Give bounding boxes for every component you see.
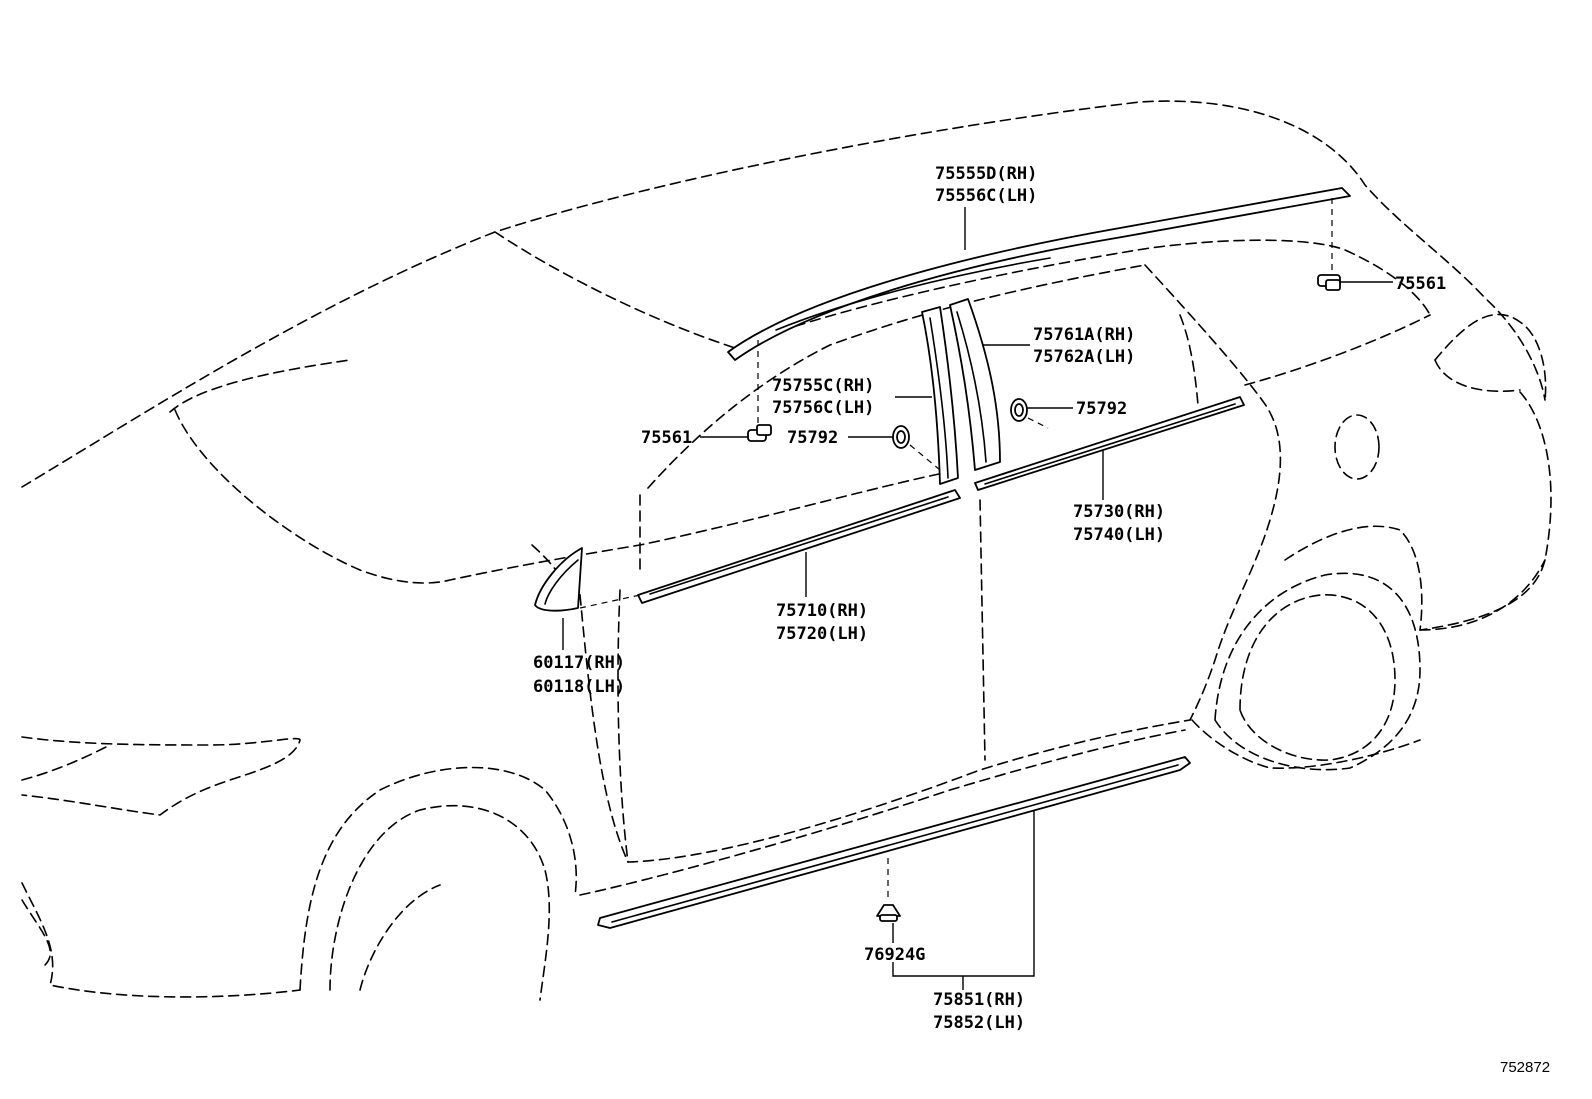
label-75720[interactable]: 75720(LH) (776, 624, 868, 644)
rocker-panel-molding[interactable] (597, 756, 1191, 929)
label-75792-front[interactable]: 75792 (787, 428, 838, 448)
label-60118[interactable]: 60118(LH) (533, 677, 625, 697)
front-pillar-garnish[interactable] (921, 306, 959, 485)
label-75561-rear[interactable]: 75561 (1395, 274, 1446, 294)
rear-door-belt-molding[interactable] (974, 396, 1245, 491)
roof-drip-molding[interactable] (727, 187, 1351, 361)
rear-pillar-garnish[interactable] (949, 298, 1001, 471)
front-door-belt-molding[interactable] (637, 489, 961, 604)
clip-76924G-icon[interactable] (876, 904, 901, 922)
label-60117[interactable]: 60117(RH) (533, 653, 625, 673)
label-75730[interactable]: 75730(RH) (1073, 502, 1165, 522)
clip-75561-rear-icon[interactable] (1317, 274, 1341, 291)
label-75740[interactable]: 75740(LH) (1073, 525, 1165, 545)
label-75555D[interactable]: 75555D(RH) (935, 164, 1037, 184)
clip-75792-rear-icon[interactable] (1010, 398, 1028, 422)
label-75851[interactable]: 75851(RH) (933, 990, 1025, 1010)
label-75756C[interactable]: 75756C(LH) (772, 398, 874, 418)
leader-lines (562, 207, 1393, 990)
label-76924G[interactable]: 76924G (864, 945, 925, 965)
label-75762A[interactable]: 75762A(LH) (1033, 347, 1135, 367)
installation-guides (579, 198, 1333, 902)
mirror-base-cover[interactable] (534, 547, 583, 612)
label-75761A[interactable]: 75761A(RH) (1033, 325, 1135, 345)
label-75852[interactable]: 75852(LH) (933, 1013, 1025, 1033)
vehicle-outline (21, 100, 1552, 1001)
clip-75561-front-icon[interactable] (747, 424, 772, 442)
diagram-reference-number: 752872 (1500, 1059, 1550, 1076)
label-75755C[interactable]: 75755C(RH) (772, 376, 874, 396)
label-75556C[interactable]: 75556C(LH) (935, 186, 1037, 206)
label-75792-rear[interactable]: 75792 (1076, 399, 1127, 419)
part-labels: 75555D(RH) 75556C(LH) 75561 75761A(RH) 7… (533, 164, 1550, 1076)
label-75710[interactable]: 75710(RH) (776, 601, 868, 621)
label-75561-front[interactable]: 75561 (641, 428, 692, 448)
clip-75792-front-icon[interactable] (892, 425, 910, 449)
